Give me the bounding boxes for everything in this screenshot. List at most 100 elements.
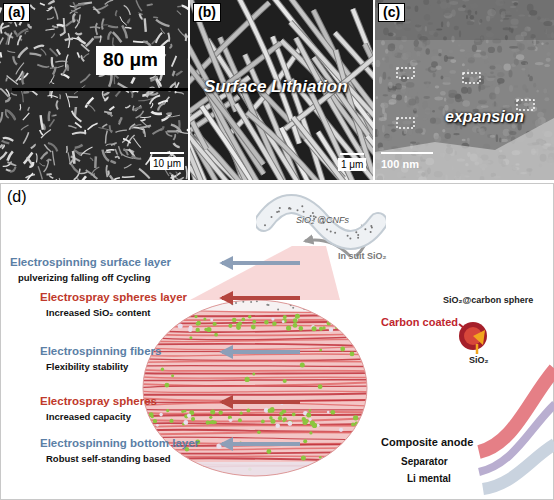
sem-grain xyxy=(63,65,68,75)
sem-grain xyxy=(75,15,80,29)
sem-grain xyxy=(169,173,179,180)
carbon-shell xyxy=(459,322,487,350)
sem-grain xyxy=(40,130,43,135)
sio2-dot xyxy=(279,207,281,209)
sem-grain xyxy=(66,93,70,107)
fiber-line xyxy=(140,365,370,366)
tem-grain xyxy=(433,49,438,54)
sphere-dot xyxy=(246,409,250,413)
sem-grain xyxy=(102,19,104,30)
panel-tag: (d) xyxy=(7,188,27,206)
sem-grain xyxy=(0,144,3,147)
sem-grain xyxy=(125,105,130,107)
tem-grain xyxy=(442,139,447,141)
tem-grain xyxy=(513,53,516,59)
surface-dot xyxy=(208,301,210,303)
sem-grain xyxy=(23,132,28,144)
fiber-line xyxy=(140,425,370,427)
sem-grain xyxy=(73,14,75,23)
sphere-dot xyxy=(161,368,164,371)
tem-grain xyxy=(480,128,485,135)
sphere-dot xyxy=(271,318,274,321)
sphere-dot xyxy=(295,315,299,319)
sphere-dot xyxy=(146,322,151,327)
tem-grain xyxy=(501,125,504,130)
surface-dot xyxy=(231,303,233,305)
fiber-line xyxy=(140,329,370,333)
tem-grain xyxy=(472,126,481,133)
surface-dot xyxy=(325,308,327,310)
sem-grain xyxy=(116,130,127,132)
sem-grain xyxy=(90,27,100,28)
sphere-dot xyxy=(228,324,232,328)
sphere-dot xyxy=(351,423,355,427)
sem-grain xyxy=(53,151,55,166)
tem-grain xyxy=(375,129,379,137)
sem-grain xyxy=(30,54,42,56)
sem-grain xyxy=(55,61,67,62)
tem-grain xyxy=(435,86,440,89)
sphere-dot xyxy=(319,349,322,352)
sem-grain xyxy=(41,152,48,159)
fiber-line xyxy=(140,458,370,461)
layer-title: Electrospray spheres xyxy=(40,395,157,408)
sem-grain xyxy=(88,123,98,129)
sem-grain xyxy=(116,91,121,97)
sem-grain xyxy=(172,71,174,76)
sem-grain xyxy=(77,19,80,22)
tem-grain xyxy=(384,135,392,141)
tem-grain xyxy=(375,60,380,67)
sem-grain xyxy=(114,75,116,85)
sem-grain xyxy=(176,82,179,93)
sem-grain xyxy=(0,89,8,97)
sem-grain xyxy=(153,129,162,134)
sem-grain xyxy=(122,176,135,178)
sphere-dot xyxy=(181,410,184,413)
sio2-dot xyxy=(303,211,305,213)
tem-grain xyxy=(440,91,446,96)
sem-grain xyxy=(123,139,131,143)
surface-dot xyxy=(161,307,163,309)
sphere-dot xyxy=(329,328,333,332)
sem-grain xyxy=(86,170,98,179)
sem-grain xyxy=(51,91,52,98)
sem-grain xyxy=(18,35,22,45)
sem-grain xyxy=(106,149,114,151)
tem-grain xyxy=(467,69,470,76)
sphere-dot xyxy=(292,413,296,417)
tem-grain xyxy=(489,93,496,100)
tem-grain xyxy=(389,64,393,69)
sem-grain xyxy=(172,56,177,67)
sphere-dot xyxy=(282,318,287,323)
sio2-dot xyxy=(288,208,290,210)
sem-grain xyxy=(145,18,146,32)
sphere-dot xyxy=(288,420,293,425)
sem-grain xyxy=(75,33,82,35)
tem-grain xyxy=(481,105,489,108)
fiber xyxy=(367,136,373,180)
tem-grain xyxy=(443,108,445,116)
tem-grain xyxy=(521,61,528,65)
surface-dot xyxy=(250,301,252,303)
sphere-dot xyxy=(146,431,151,436)
sem-grain xyxy=(139,125,151,128)
sem-grain xyxy=(41,115,43,130)
sphere-dot xyxy=(197,321,201,325)
panel-note: Surface Lithiation xyxy=(204,78,348,97)
fiber-ribbon-edge xyxy=(264,204,378,240)
anode-sheet: Composite anode xyxy=(379,354,554,459)
marked-region xyxy=(397,118,414,128)
marked-region xyxy=(463,73,480,83)
sem-grain xyxy=(31,144,35,148)
tem-grain xyxy=(492,94,496,99)
sem-grain xyxy=(120,16,127,25)
fiber-line xyxy=(140,418,370,421)
tem-grain xyxy=(537,112,544,118)
sem-grain xyxy=(97,5,108,10)
sphere-dot xyxy=(248,315,252,319)
tem-grain xyxy=(377,128,379,136)
sphere-dot xyxy=(251,325,256,330)
fiber-line xyxy=(140,370,370,372)
sem-grain xyxy=(93,9,98,14)
sphere-dot xyxy=(283,410,287,414)
